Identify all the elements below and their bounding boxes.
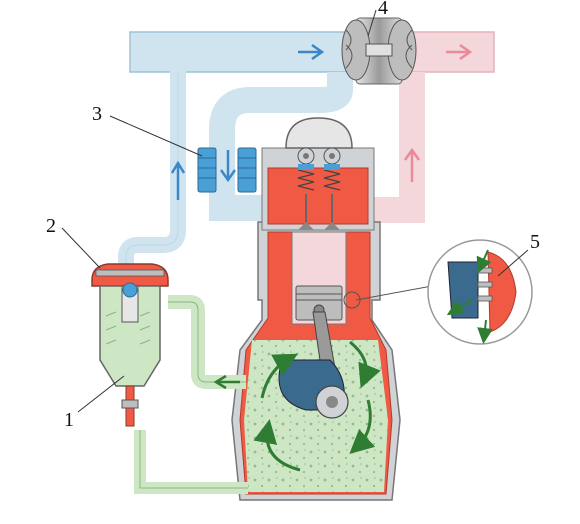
label-2: 2 (46, 215, 56, 237)
label-1: 1 (64, 409, 74, 431)
leader-lines (61, 9, 529, 413)
oil-separator (91, 263, 169, 427)
arrow-intake-down-icon (219, 150, 237, 183)
detail-inset-circle (343, 239, 533, 345)
intercooler (197, 147, 257, 193)
arrow-exhaust-right-icon (446, 43, 473, 61)
label-4: 4 (378, 0, 388, 19)
flow-arrows (170, 43, 473, 200)
label-5: 5 (530, 231, 540, 253)
arrow-exhaust-up-icon (403, 147, 421, 182)
crankcase-flow-arrows (253, 340, 381, 472)
engine-block (231, 117, 401, 501)
arrow-breather-up-icon (170, 160, 186, 200)
arrow-intake-right-icon (298, 43, 325, 61)
label-3: 3 (92, 103, 102, 125)
breather-hose (134, 295, 248, 494)
turbocharger (341, 17, 417, 85)
